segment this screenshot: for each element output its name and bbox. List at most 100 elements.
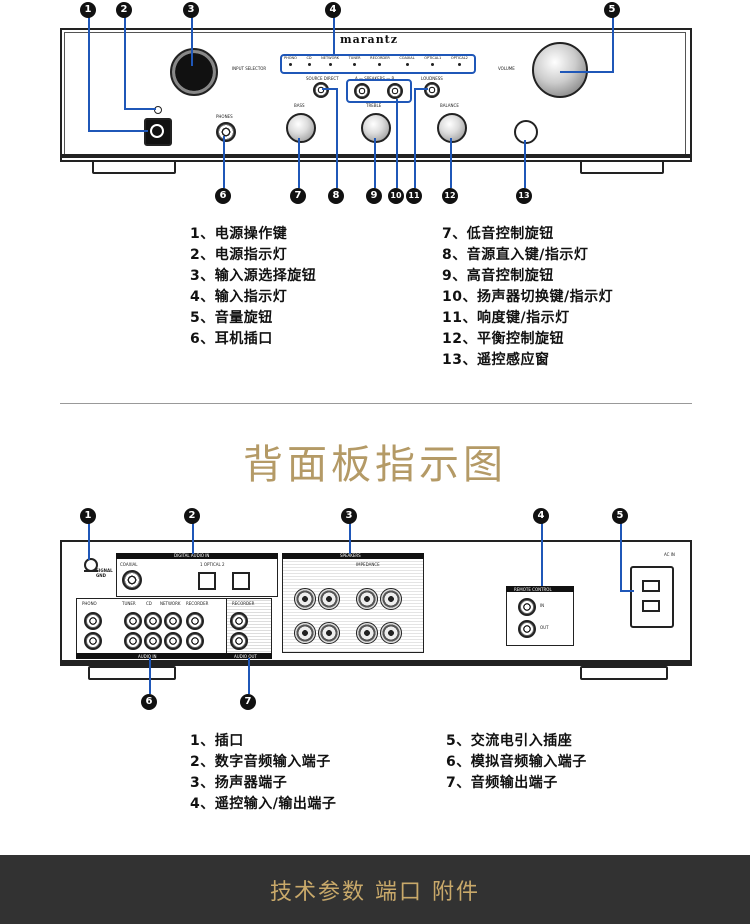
footer-nav-links[interactable]: 技术参数 端口 附件 [270, 880, 480, 905]
callout-1: 1 [80, 2, 96, 18]
ac-inlet[interactable] [630, 566, 674, 628]
input-selector-knob[interactable] [170, 48, 218, 96]
rear-leader-line-4 [541, 522, 543, 586]
optical-2-port[interactable] [232, 572, 250, 590]
remote-control-header [506, 586, 574, 592]
footer-nav-bar: 技术参数 端口 附件 [0, 855, 750, 924]
rca-input-jack[interactable] [124, 612, 142, 630]
remote-out-jack[interactable] [518, 620, 536, 638]
remote-in-jack[interactable] [518, 598, 536, 616]
rear-legend-right: 5、交流电引入插座 6、模拟音频输入端子 7、音频输出端子 [446, 731, 587, 794]
speaker-binding-post[interactable] [318, 588, 340, 610]
leader-line-1h [88, 130, 148, 132]
input-indicator: OPTICAL2 [451, 56, 468, 68]
rear-callout-6: 6 [141, 694, 157, 710]
coaxial-jack[interactable] [122, 570, 142, 590]
balance-knob[interactable] [437, 113, 467, 143]
speaker-binding-post[interactable] [356, 588, 378, 610]
label-input-selector: INPUT SELECTOR [232, 66, 267, 71]
optical-1-port[interactable] [198, 572, 216, 590]
rca-input-jack[interactable] [144, 632, 162, 650]
input-indicator-label: OPTICAL2 [450, 56, 468, 60]
callout-2: 2 [116, 2, 132, 18]
callout-7: 7 [290, 188, 306, 204]
speaker-binding-post[interactable] [380, 622, 402, 644]
legend-item: 4、遥控输入/输出端子 [190, 796, 337, 812]
legend-item: 7、低音控制旋钮 [442, 226, 554, 242]
rca-input-jack[interactable] [186, 632, 204, 650]
speaker-binding-post[interactable] [356, 622, 378, 644]
input-indicator-label: RECORDER [370, 56, 390, 60]
leader-line-9 [374, 138, 376, 188]
speaker-binding-post[interactable] [294, 622, 316, 644]
rca-input-jack[interactable] [164, 612, 182, 630]
legend-item: 5、交流电引入插座 [446, 733, 573, 749]
rear-callout-7: 7 [240, 694, 256, 710]
input-indicator-led [328, 63, 332, 66]
rca-input-jack[interactable] [124, 632, 142, 650]
callout-6: 6 [215, 188, 231, 204]
input-indicator-label: TUNER [348, 56, 361, 60]
rear-leader-line-5h [620, 590, 634, 592]
leader-line-3 [191, 14, 193, 66]
rear-legend-left: 1、插口 2、数字音频输入端子 3、扬声器端子 4、遥控输入/输出端子 [190, 731, 336, 815]
front-foot-right [580, 160, 664, 174]
input-indicator-label: CD [306, 56, 312, 60]
leader-line-5h [560, 71, 614, 73]
speaker-binding-post[interactable] [380, 588, 402, 610]
source-direct-button[interactable] [313, 82, 329, 98]
label-treble: TREBLE [366, 103, 382, 108]
input-indicator: COAXIAL [399, 56, 415, 68]
remote-sensor-window [514, 120, 538, 144]
legend-item: 4、输入指示灯 [190, 289, 288, 305]
volume-knob[interactable] [532, 42, 588, 98]
ground-symbol-icon [84, 570, 98, 586]
callout-10: 10 [388, 188, 404, 204]
rear-leader-line-2 [192, 522, 194, 554]
front-chassis-bottom [60, 154, 692, 158]
rca-input-jack[interactable] [144, 612, 162, 630]
speaker-b-button[interactable] [387, 83, 403, 99]
rca-input-jack[interactable] [84, 632, 102, 650]
phones-jack[interactable] [216, 122, 236, 142]
audio-out-jack-l[interactable] [230, 612, 248, 630]
input-indicator-led [431, 63, 435, 66]
leader-line-5 [612, 14, 614, 72]
input-indicator: RECORDER [370, 56, 390, 68]
rear-foot-left [88, 666, 176, 680]
input-indicator-label: PHONO [284, 56, 297, 60]
label-volume: VOLUME [498, 66, 515, 71]
speaker-binding-post[interactable] [294, 588, 316, 610]
speaker-binding-post[interactable] [318, 622, 340, 644]
rear-panel-title: 背面板指示图 [243, 442, 507, 488]
legend-item: 9、高音控制旋钮 [442, 268, 554, 284]
section-divider [60, 403, 692, 404]
legend-item: 7、音频输出端子 [446, 775, 558, 791]
rca-input-jack[interactable] [84, 612, 102, 630]
label-remote-in: IN [540, 603, 545, 608]
speaker-a-button[interactable] [354, 83, 370, 99]
legend-item: 1、电源操作键 [190, 226, 288, 242]
leader-line-12 [450, 138, 452, 188]
loudness-button[interactable] [424, 82, 440, 98]
callout-8: 8 [328, 188, 344, 204]
rear-callout-4: 4 [533, 508, 549, 524]
label-coaxial: COAXIAL [120, 562, 138, 567]
rca-input-jack[interactable] [186, 612, 204, 630]
rca-input-jack[interactable] [164, 632, 182, 650]
input-display-window [280, 54, 476, 74]
audio-out-jack-r[interactable] [230, 632, 248, 650]
input-indicator-led [288, 63, 292, 66]
input-indicator: TUNER [349, 56, 361, 68]
leader-line-2h [124, 108, 156, 110]
treble-knob[interactable] [361, 113, 391, 143]
rear-callout-2: 2 [184, 508, 200, 524]
speaker-buttons-frame [346, 79, 412, 103]
ac-inlet-slot-top [642, 580, 660, 592]
label-speakers: SPEAKERS [340, 553, 361, 558]
legend-item: 1、插口 [190, 733, 244, 749]
bass-knob[interactable] [286, 113, 316, 143]
label-phones: PHONES [216, 114, 233, 119]
input-indicator-led [405, 63, 409, 66]
